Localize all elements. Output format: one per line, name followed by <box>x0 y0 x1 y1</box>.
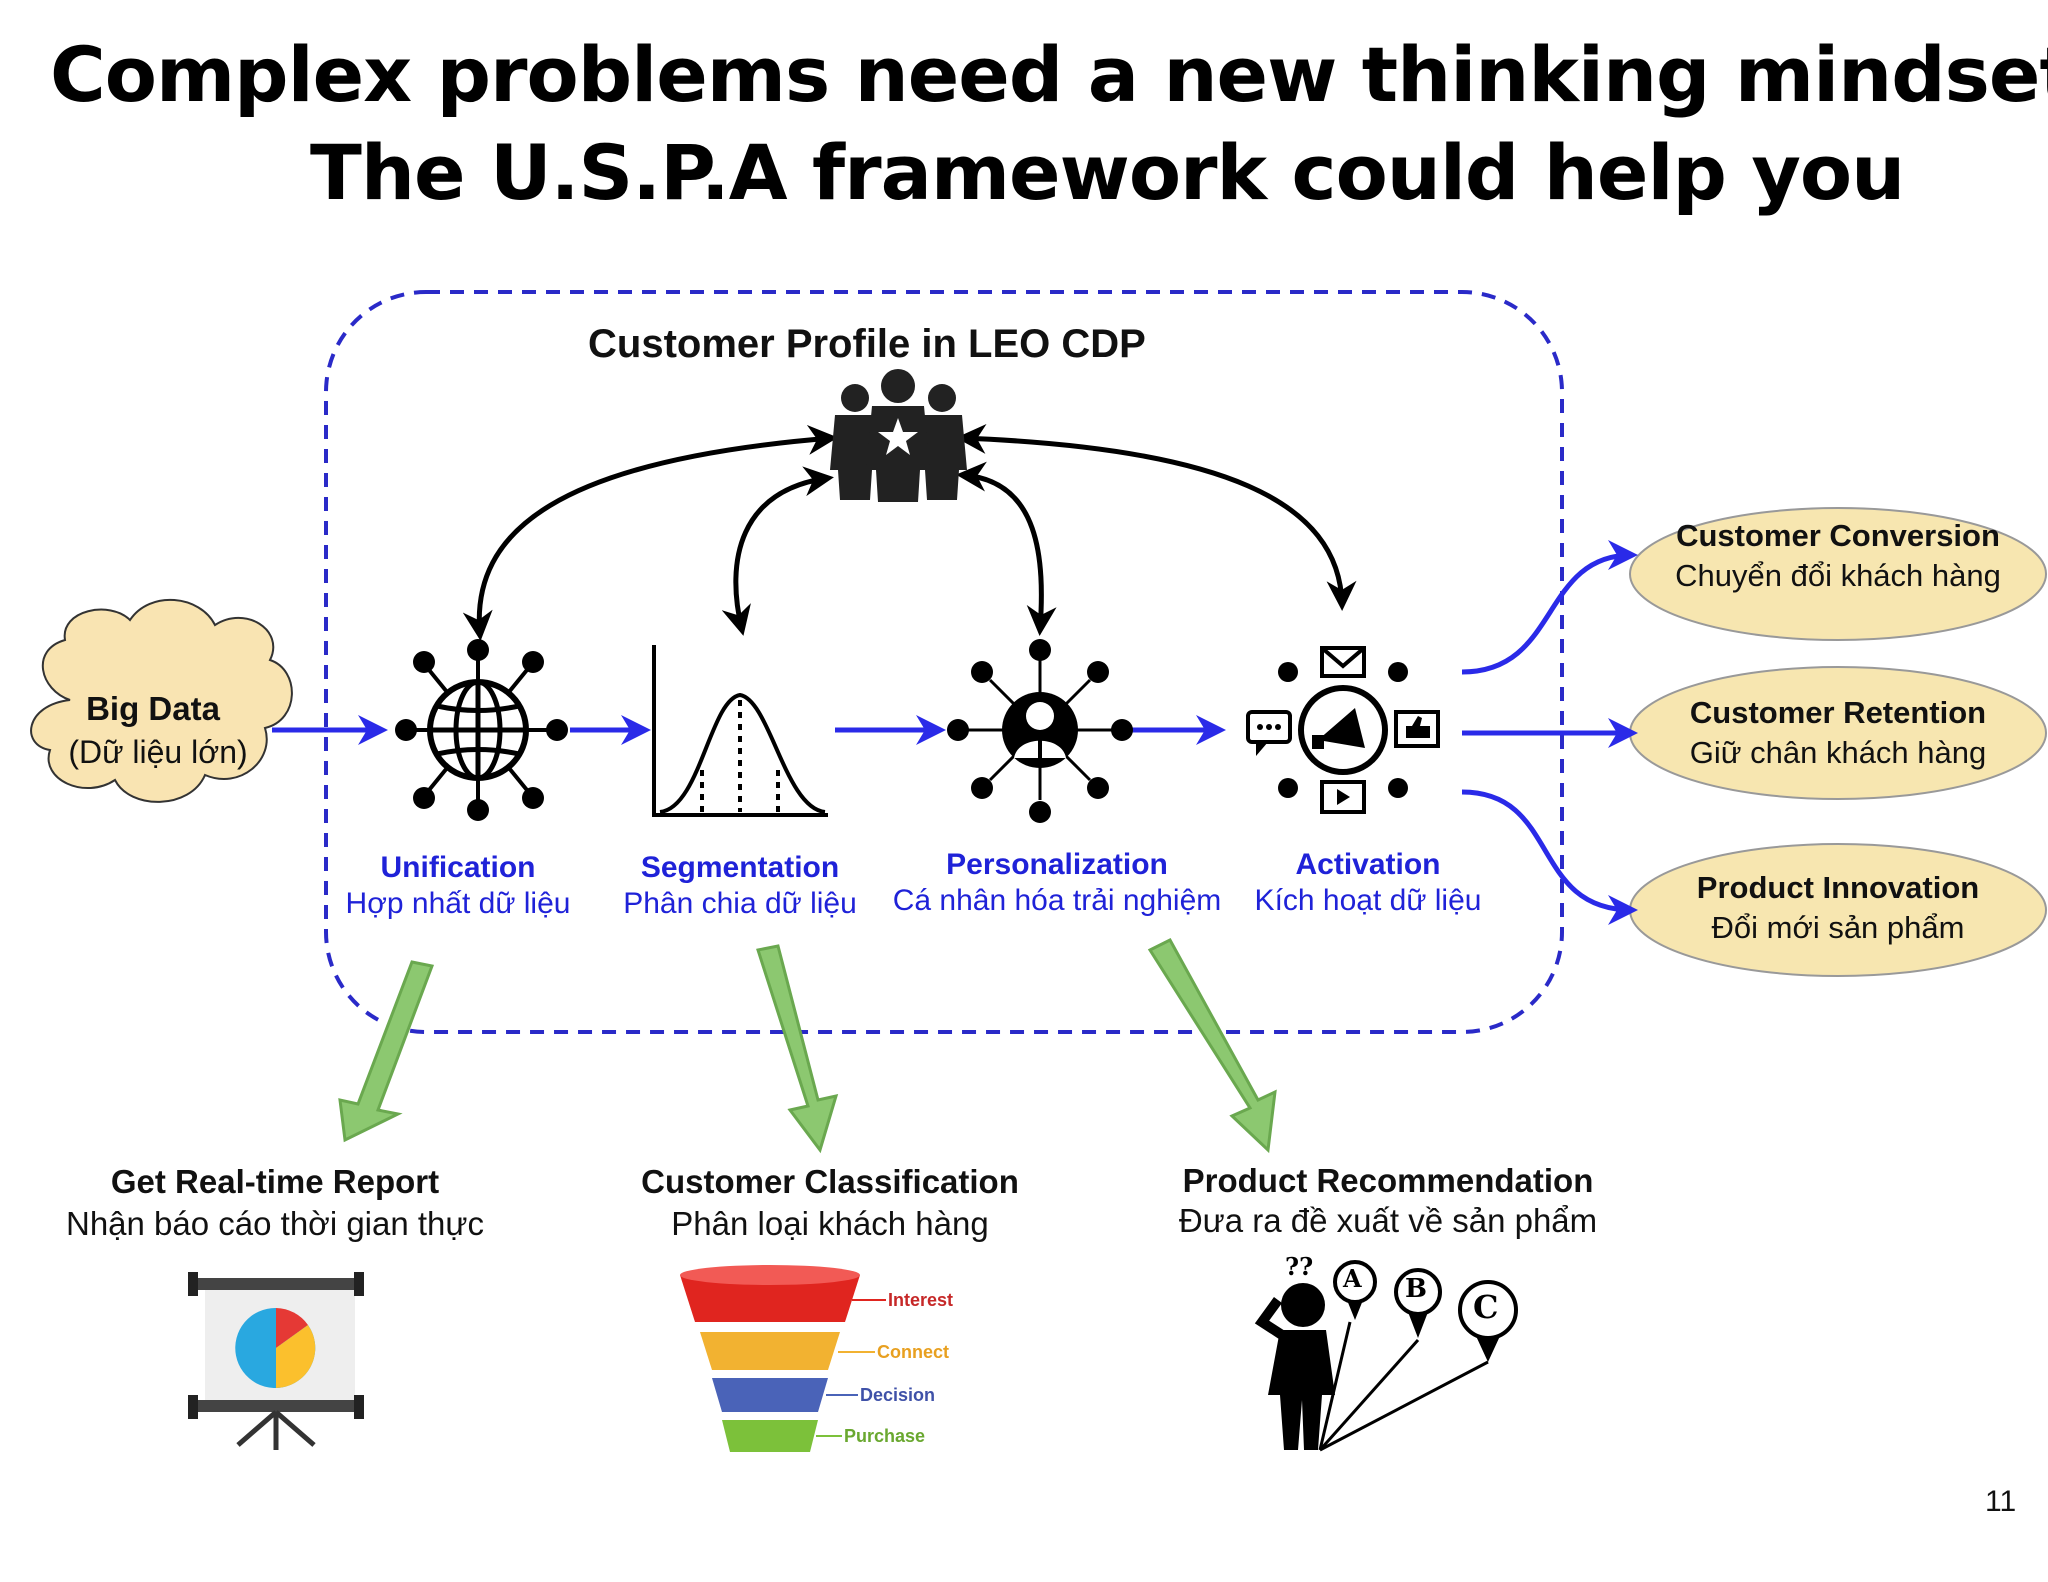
funnel-label-purchase: Purchase <box>844 1426 926 1446</box>
outcome-ellipse-retention <box>1629 666 2047 800</box>
outcome-retention-subtitle: Giữ chân khách hàng <box>1689 735 1987 770</box>
result-classification-title: Customer Classification <box>641 1163 1019 1200</box>
team-star-icon <box>830 369 967 502</box>
outcome-innovation-subtitle: Đổi mới sản phẩm <box>1711 910 1965 945</box>
outcome-retention-title: Customer Retention <box>1689 695 1987 730</box>
flow-arrows <box>272 540 1638 925</box>
slide-title-line2: The U.S.P.A framework could help you <box>310 128 1905 217</box>
option-c-label: C <box>1473 1288 1499 1326</box>
funnel-label-connect: Connect <box>877 1342 949 1362</box>
stage-segmentation-subtitle: Phân chia dữ liệu <box>623 887 857 920</box>
stage-personalization-subtitle: Cá nhân hóa trải nghiệm <box>892 884 1222 917</box>
big-data-cloud <box>30 598 293 803</box>
result-classification-subtitle: Phân loại khách hàng <box>671 1205 989 1242</box>
option-b-label: B <box>1405 1274 1427 1304</box>
funnel-label-interest: Interest <box>888 1290 954 1310</box>
stage-activation-subtitle: Kích hoạt dữ liệu <box>1254 884 1482 917</box>
green-arrows <box>338 938 1277 1154</box>
globe-network-icon <box>395 639 568 821</box>
megaphone-network-icon <box>1246 646 1440 814</box>
outcome-innovation-title: Product Innovation <box>1696 870 1980 905</box>
outcome-ellipse-conversion <box>1629 507 2047 641</box>
big-data-subtitle: (Dữ liệu lớn) <box>68 734 248 770</box>
bell-curve-icon <box>652 645 828 817</box>
result-recommendation-title: Product Recommendation <box>1182 1162 1594 1199</box>
slide-title-line1: Complex problems need a new thinking min… <box>50 30 2048 119</box>
big-data-title: Big Data <box>86 690 220 727</box>
stage-segmentation-title: Segmentation <box>640 851 840 884</box>
result-report-subtitle: Nhận báo cáo thời gian thực <box>66 1205 484 1242</box>
confused-person-icon <box>1254 1260 1518 1452</box>
stage-activation-title: Activation <box>1295 848 1441 881</box>
page-number: 11 <box>1985 1485 2017 1518</box>
sales-funnel-icon <box>680 1265 886 1452</box>
person-network-icon <box>947 639 1133 823</box>
frame-title: Customer Profile in LEO CDP <box>588 322 1146 366</box>
result-recommendation-subtitle: Đưa ra đề xuất về sản phẩm <box>1178 1202 1598 1239</box>
question-marks: ?? <box>1285 1252 1314 1281</box>
outcome-conversion-subtitle: Chuyển đổi khách hàng <box>1675 558 2001 593</box>
option-a-label: A <box>1343 1264 1362 1293</box>
outcome-conversion-title: Customer Conversion <box>1676 518 2000 553</box>
profile-frame <box>324 290 1564 1034</box>
presentation-chart-icon <box>188 1272 364 1450</box>
profile-arrows <box>462 423 1357 641</box>
stage-personalization-title: Personalization <box>946 848 1168 881</box>
stage-unification-subtitle: Hợp nhất dữ liệu <box>345 887 571 920</box>
stage-unification-title: Unification <box>380 851 536 884</box>
result-report-title: Get Real-time Report <box>110 1163 440 1200</box>
funnel-label-decision: Decision <box>860 1385 936 1405</box>
